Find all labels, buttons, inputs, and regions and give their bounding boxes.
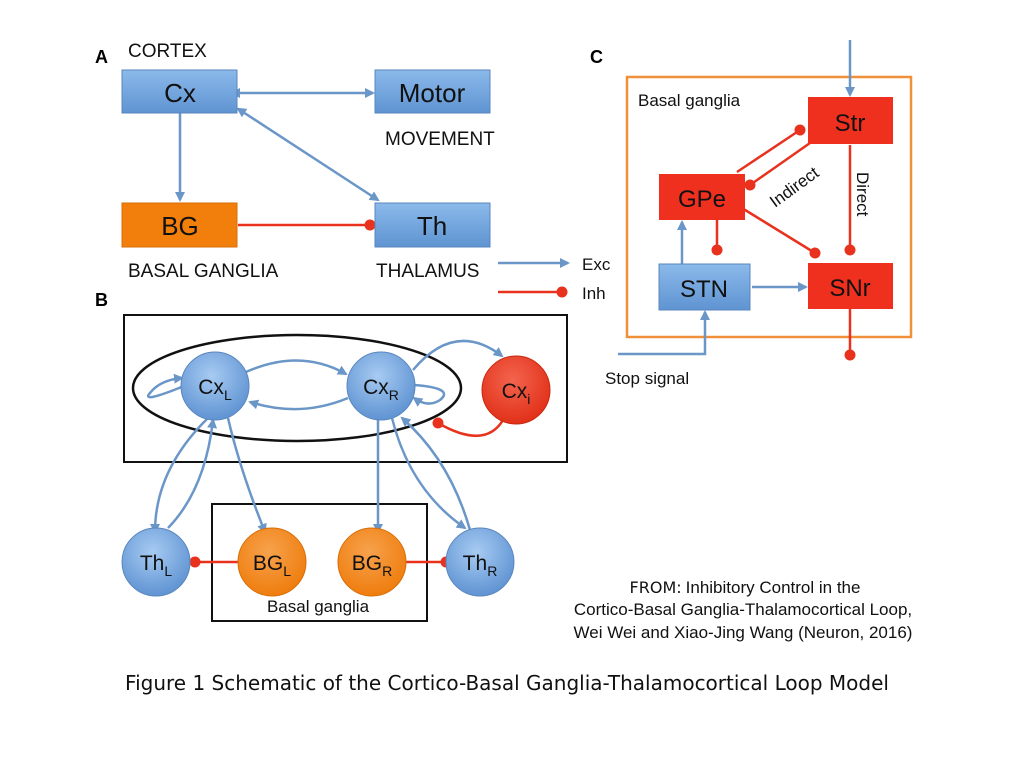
node-thr-base: Th — [463, 552, 488, 575]
node-cxl-base: Cx — [198, 376, 224, 399]
panel-c: C Basal ganglia Str GPe STN SNr — [590, 40, 913, 388]
node-cxi: Cxi — [481, 355, 551, 425]
edge-cxi-cxr — [432, 417, 505, 437]
node-cxl: CxL — [180, 351, 250, 421]
edge-cxl-bgl — [226, 417, 267, 534]
edge-cxl-cxr — [245, 359, 348, 376]
node-thl-sub: L — [164, 563, 172, 579]
node-snr-label: SNr — [829, 275, 870, 302]
edge-cxl-self — [147, 373, 185, 399]
edge-cxr-cxl — [248, 396, 349, 411]
node-motor: Motor — [374, 69, 491, 114]
basal-ganglia-box-c — [625, 75, 913, 339]
edge-gpe-snr — [736, 203, 821, 259]
node-bg: BG — [121, 202, 238, 248]
node-gpe-label: GPe — [678, 186, 726, 213]
edge-cxr-self — [412, 383, 446, 407]
node-str-label: Str — [835, 110, 866, 137]
edge-cx-th — [236, 107, 380, 202]
panel-b-basal-ganglia-label: Basal ganglia — [267, 597, 370, 616]
svg-text:CxR: CxR — [363, 376, 399, 403]
cortex-label: CORTEX — [128, 41, 207, 62]
node-bgr-sub: R — [382, 563, 392, 579]
edge-stop-stn — [618, 310, 710, 356]
thalamus-label: THALAMUS — [376, 261, 479, 282]
panel-c-letter: C — [590, 47, 603, 67]
svg-text:ThL: ThL — [140, 552, 173, 579]
node-cxr-sub: R — [389, 387, 399, 403]
panel-a: A CORTEX Cx Motor MOVEMENT BG Th BASAL G… — [95, 41, 611, 303]
figure-caption: Figure 1 Schematic of the Cortico-Basal … — [125, 671, 889, 695]
edge-str-gpe-indirect — [744, 141, 811, 191]
source-line1: Inhibitory Control in the — [686, 578, 861, 597]
movement-label: MOVEMENT — [385, 129, 495, 150]
svg-text:BGL: BGL — [253, 552, 291, 579]
node-motor-label: Motor — [399, 78, 466, 108]
node-cxi-sub: i — [527, 391, 530, 407]
node-cx-label: Cx — [164, 78, 196, 108]
svg-text:BGR: BGR — [352, 552, 392, 579]
node-thr-sub: R — [487, 563, 497, 579]
node-snr: SNr — [808, 263, 893, 309]
panel-a-letter: A — [95, 47, 108, 67]
svg-text:Cxi: Cxi — [502, 380, 531, 407]
node-thl-base: Th — [140, 552, 165, 575]
cortex-ellipse — [131, 333, 463, 443]
panel-b: B Basal ganglia CxL — [95, 290, 568, 622]
svg-text:FROM:Inhibitory Control in the: FROM:Inhibitory Control in the — [630, 578, 861, 597]
edge-cxl-thl — [150, 417, 209, 534]
node-bgl: BGL — [237, 527, 307, 597]
source-line2: Cortico-Basal Ganglia-Thalamocortical Lo… — [574, 600, 912, 619]
edge-gpe-str — [736, 124, 806, 174]
node-stn-label: STN — [680, 276, 728, 303]
node-thr: ThR — [445, 527, 515, 597]
cortex-box — [123, 314, 568, 463]
node-gpe: GPe — [659, 174, 745, 220]
node-thl: ThL — [121, 527, 191, 597]
indirect-label: Indirect — [766, 163, 822, 211]
panel-c-box-label: Basal ganglia — [638, 91, 741, 110]
legend-exc-label: Exc — [582, 255, 611, 274]
basal-ganglia-label: BASAL GANGLIA — [128, 261, 279, 282]
edge-thl-cxl — [167, 418, 218, 529]
edge-thr-cxr — [400, 416, 472, 531]
legend: Exc Inh — [498, 255, 611, 303]
legend-inh-label: Inh — [582, 284, 606, 303]
source-line3: Wei Wei and Xiao-Jing Wang (Neuron, 2016… — [574, 623, 913, 642]
node-th-label: Th — [417, 211, 447, 241]
node-cxr-base: Cx — [363, 376, 389, 399]
stop-signal-label: Stop signal — [605, 369, 689, 388]
node-str: Str — [808, 97, 893, 144]
svg-text:CxL: CxL — [198, 376, 232, 403]
svg-text:ThR: ThR — [463, 552, 498, 579]
node-bgr: BGR — [337, 527, 407, 597]
node-th: Th — [374, 202, 491, 248]
panel-b-letter: B — [95, 290, 108, 310]
edge-cxr-cxi — [412, 339, 504, 371]
node-cxi-base: Cx — [502, 380, 528, 403]
node-cxl-sub: L — [224, 387, 232, 403]
source-from-label: FROM: — [630, 578, 682, 597]
panel-b-exc-edges — [147, 339, 504, 534]
node-cx: Cx — [121, 69, 238, 114]
node-stn: STN — [658, 263, 751, 311]
direct-label: Direct — [853, 172, 872, 217]
node-bgl-sub: L — [283, 563, 291, 579]
node-cxr: CxR — [346, 351, 416, 421]
node-bgr-base: BG — [352, 552, 382, 575]
source-citation: FROM:Inhibitory Control in the Cortico-B… — [574, 578, 913, 642]
node-bgl-base: BG — [253, 552, 283, 575]
edge-cxr-thr — [390, 417, 467, 530]
node-bg-label: BG — [161, 211, 199, 241]
